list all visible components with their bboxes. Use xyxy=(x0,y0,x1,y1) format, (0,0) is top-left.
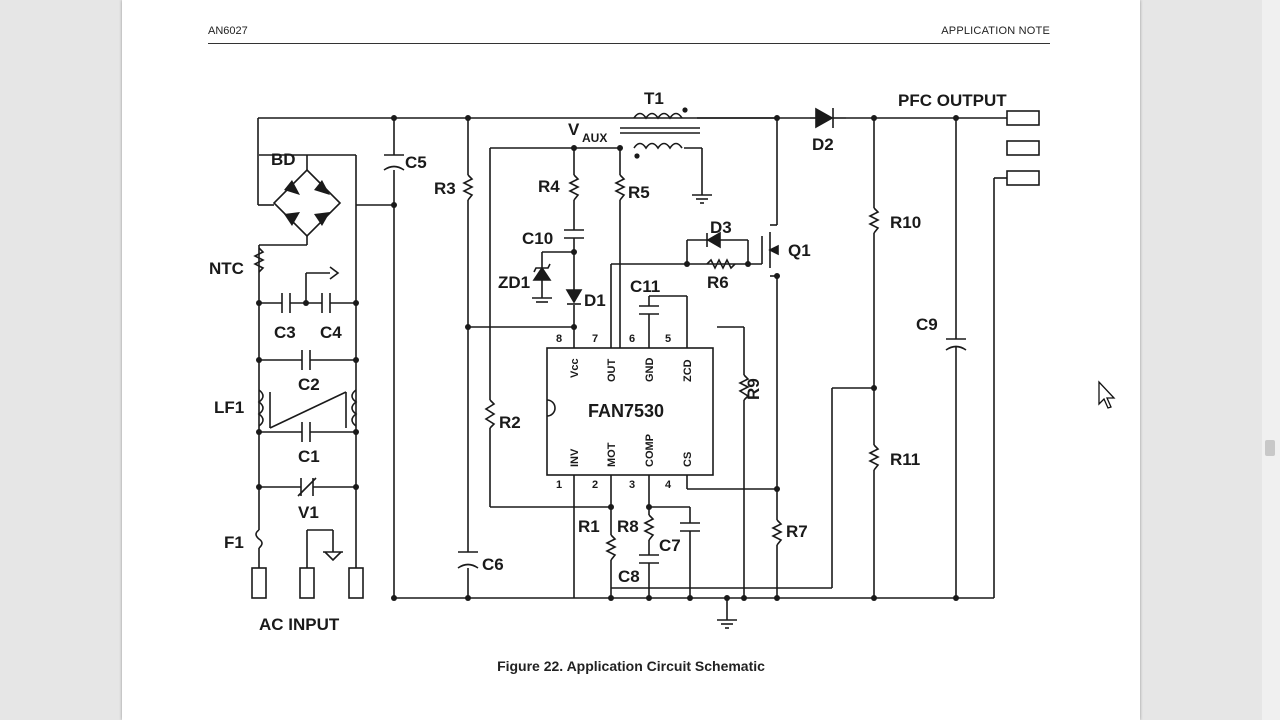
label-ac-input: AC INPUT xyxy=(259,615,340,634)
ground-symbol xyxy=(692,194,712,204)
label-ic: FAN7530 xyxy=(588,401,664,421)
label-c1: C1 xyxy=(298,447,320,466)
header-doc-number: AN6027 xyxy=(208,25,248,37)
ic-pin-3-num: 3 xyxy=(629,479,635,491)
ic-pin-2-num: 2 xyxy=(592,479,598,491)
ic-fan7530 xyxy=(546,347,714,476)
label-ntc: NTC xyxy=(209,259,244,278)
label-c11: C11 xyxy=(630,277,660,296)
diode-d2 xyxy=(810,107,846,129)
transformer-t1 xyxy=(620,107,700,159)
resistors xyxy=(253,174,880,561)
bridge-rectifier-bd xyxy=(259,155,342,246)
mouse-pointer-icon xyxy=(1098,380,1116,409)
ic-pin-5-num: 5 xyxy=(665,333,671,345)
circuit-schematic: T1 PFC OUTPUT V AUX D2 BD C5 R3 R4 R5 D3… xyxy=(209,89,1040,634)
label-r9: R9 xyxy=(744,378,763,400)
ic-pin-vcc: Vcc xyxy=(569,358,581,378)
diode-d3 xyxy=(706,231,721,249)
figure-caption: Figure 22. Application Circuit Schematic xyxy=(497,658,765,674)
label-q1: Q1 xyxy=(788,241,811,260)
label-c5: C5 xyxy=(405,153,427,172)
label-vaux: V xyxy=(568,120,580,139)
label-r6: R6 xyxy=(707,273,729,292)
label-lf1: LF1 xyxy=(214,398,244,417)
ic-pin-mot: MOT xyxy=(606,442,618,467)
label-bd: BD xyxy=(271,150,296,169)
output-terminals xyxy=(1006,110,1040,186)
fuse-f1 xyxy=(255,529,263,549)
document-page: AN6027 APPLICATION NOTE xyxy=(122,0,1140,720)
ic-pin-6-num: 6 xyxy=(629,333,635,345)
label-vaux-sub: AUX xyxy=(582,131,607,145)
label-c6: C6 xyxy=(482,555,504,574)
label-r2: R2 xyxy=(499,413,521,432)
ic-pin-cs: CS xyxy=(682,452,694,467)
ac-input-terminals xyxy=(251,551,364,599)
capacitor-c5 xyxy=(383,154,405,171)
scrollbar-thumb[interactable] xyxy=(1265,440,1275,456)
label-pfc-output: PFC OUTPUT xyxy=(898,91,1007,110)
label-r10: R10 xyxy=(890,213,921,232)
ic-pin-out: OUT xyxy=(606,359,618,383)
ic-pin-8-num: 8 xyxy=(556,333,562,345)
label-zd1: ZD1 xyxy=(498,273,530,292)
label-d2: D2 xyxy=(812,135,834,154)
label-v1: V1 xyxy=(298,503,319,522)
label-r5: R5 xyxy=(628,183,650,202)
label-c8: C8 xyxy=(618,567,640,586)
vertical-scrollbar[interactable] xyxy=(1262,0,1280,720)
label-r7: R7 xyxy=(786,522,808,541)
label-c7: C7 xyxy=(659,536,681,555)
label-c9: C9 xyxy=(916,315,938,334)
ic-pin-4-num: 4 xyxy=(665,479,672,491)
label-r8: R8 xyxy=(617,517,639,536)
label-c10: C10 xyxy=(522,229,553,248)
ic-pin-gnd: GND xyxy=(644,358,656,383)
ic-notch xyxy=(546,399,556,417)
label-c3: C3 xyxy=(274,323,296,342)
diode-d1 xyxy=(565,289,583,305)
capacitors xyxy=(281,229,967,569)
varistor-v1 xyxy=(297,477,317,497)
label-c4: C4 xyxy=(320,323,342,342)
junction-dots xyxy=(256,115,959,601)
label-t1: T1 xyxy=(644,89,664,108)
zener-zd1 xyxy=(532,263,552,303)
label-r1: R1 xyxy=(578,517,600,536)
main-ground-icon xyxy=(717,619,737,629)
ic-pin-7-num: 7 xyxy=(592,333,598,345)
label-d3: D3 xyxy=(710,218,732,237)
ic-pin-1-num: 1 xyxy=(556,479,562,491)
label-r3: R3 xyxy=(434,179,456,198)
label-d1: D1 xyxy=(584,291,606,310)
line-filter-lf1 xyxy=(257,389,358,429)
ic-pin-comp: COMP xyxy=(644,434,656,467)
chassis-ground-icon xyxy=(329,266,340,280)
header-doc-type: APPLICATION NOTE xyxy=(941,25,1050,37)
label-r4: R4 xyxy=(538,177,560,196)
label-c2: C2 xyxy=(298,375,320,394)
ic-pin-inv: INV xyxy=(569,448,581,467)
mosfet-q1 xyxy=(761,232,779,268)
ic-pin-zcd: ZCD xyxy=(682,359,694,382)
label-r11: R11 xyxy=(890,450,920,469)
label-f1: F1 xyxy=(224,533,244,552)
header-rule xyxy=(208,43,1050,44)
wires xyxy=(257,117,1007,620)
